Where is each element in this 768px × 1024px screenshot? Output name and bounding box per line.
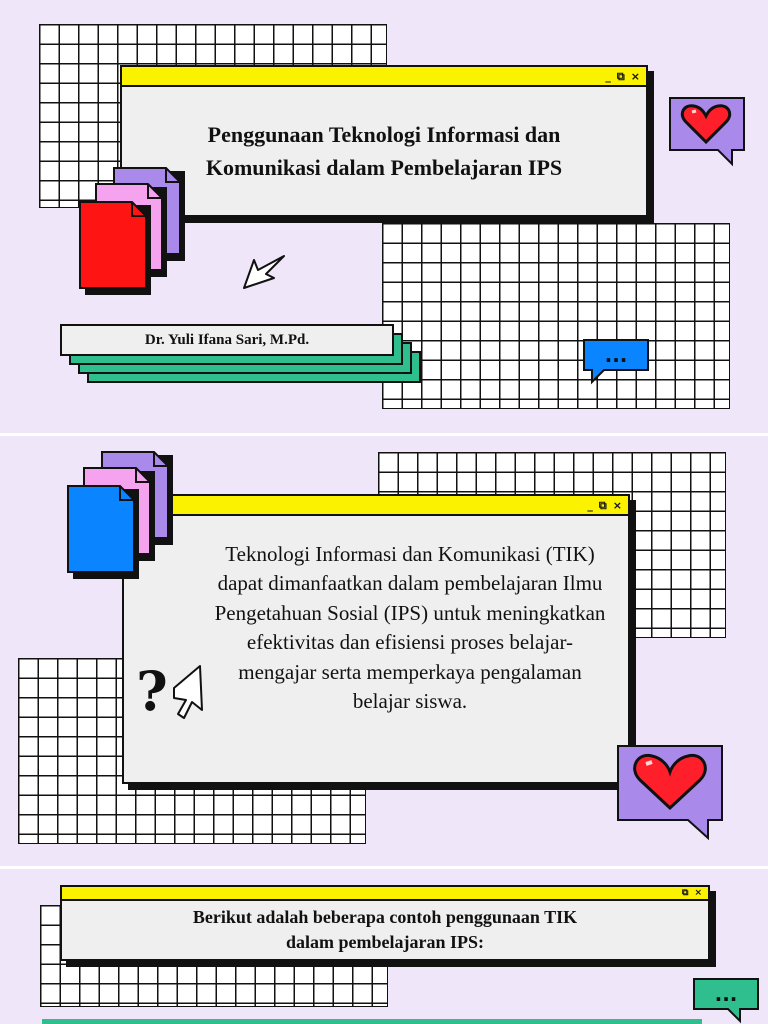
slide-definition: _ ⧉ × Teknologi Informasi dan Komunikasi… bbox=[0, 436, 768, 866]
restore-icon[interactable]: ⧉ bbox=[598, 498, 607, 512]
chat-bubble-text: ... bbox=[715, 982, 738, 1006]
chat-bubble-icon: ... bbox=[693, 978, 759, 1024]
minimize-icon[interactable]: _ bbox=[605, 69, 611, 83]
heart-chat-icon bbox=[617, 745, 723, 841]
intro-window: ⧉ × Berikut adalah beberapa contoh pengg… bbox=[60, 885, 716, 967]
heart-chat-icon bbox=[669, 97, 745, 167]
question-mark-text: ? bbox=[136, 659, 168, 723]
intro-text: Berikut adalah beberapa contoh penggunaa… bbox=[192, 906, 578, 952]
cursor-arrow-icon bbox=[173, 665, 203, 719]
window-titlebar: ⧉ × bbox=[62, 887, 708, 901]
close-icon[interactable]: × bbox=[694, 887, 702, 898]
window-titlebar: _ ⧉ × bbox=[122, 67, 646, 87]
author-name: Dr. Yuli Ifana Sari, M.Pd. bbox=[60, 324, 394, 356]
author-plate: Dr. Yuli Ifana Sari, M.Pd. bbox=[60, 324, 430, 394]
footer-bar bbox=[42, 1019, 702, 1024]
title-window: _ ⧉ × Penggunaan Teknologi Informasi dan… bbox=[120, 65, 654, 223]
minimize-icon[interactable]: _ bbox=[587, 498, 593, 512]
grid-decoration bbox=[382, 223, 730, 409]
restore-icon[interactable]: ⧉ bbox=[682, 887, 689, 898]
definition-paragraph: Teknologi Informasi dan Komunikasi (TIK)… bbox=[214, 542, 606, 713]
chat-bubble-text: ... bbox=[605, 343, 628, 367]
slide-title: _ ⧉ × Penggunaan Teknologi Informasi dan… bbox=[0, 0, 768, 433]
page-title: Penggunaan Teknologi Informasi dan Komun… bbox=[205, 122, 563, 180]
cursor-arrow-icon bbox=[243, 255, 285, 289]
window-titlebar: _ ⧉ × bbox=[124, 496, 628, 516]
question-mark-icon: ? bbox=[136, 659, 203, 723]
restore-icon[interactable]: ⧉ bbox=[616, 69, 625, 83]
file-stack-icon bbox=[67, 451, 173, 579]
definition-window: _ ⧉ × Teknologi Informasi dan Komunikasi… bbox=[122, 494, 636, 790]
close-icon[interactable]: × bbox=[612, 498, 622, 512]
file-stack-icon bbox=[79, 167, 185, 295]
slide-examples-intro: ⧉ × Berikut adalah beberapa contoh pengg… bbox=[0, 869, 768, 1024]
chat-bubble-icon: ... bbox=[583, 339, 649, 385]
close-icon[interactable]: × bbox=[630, 69, 640, 83]
